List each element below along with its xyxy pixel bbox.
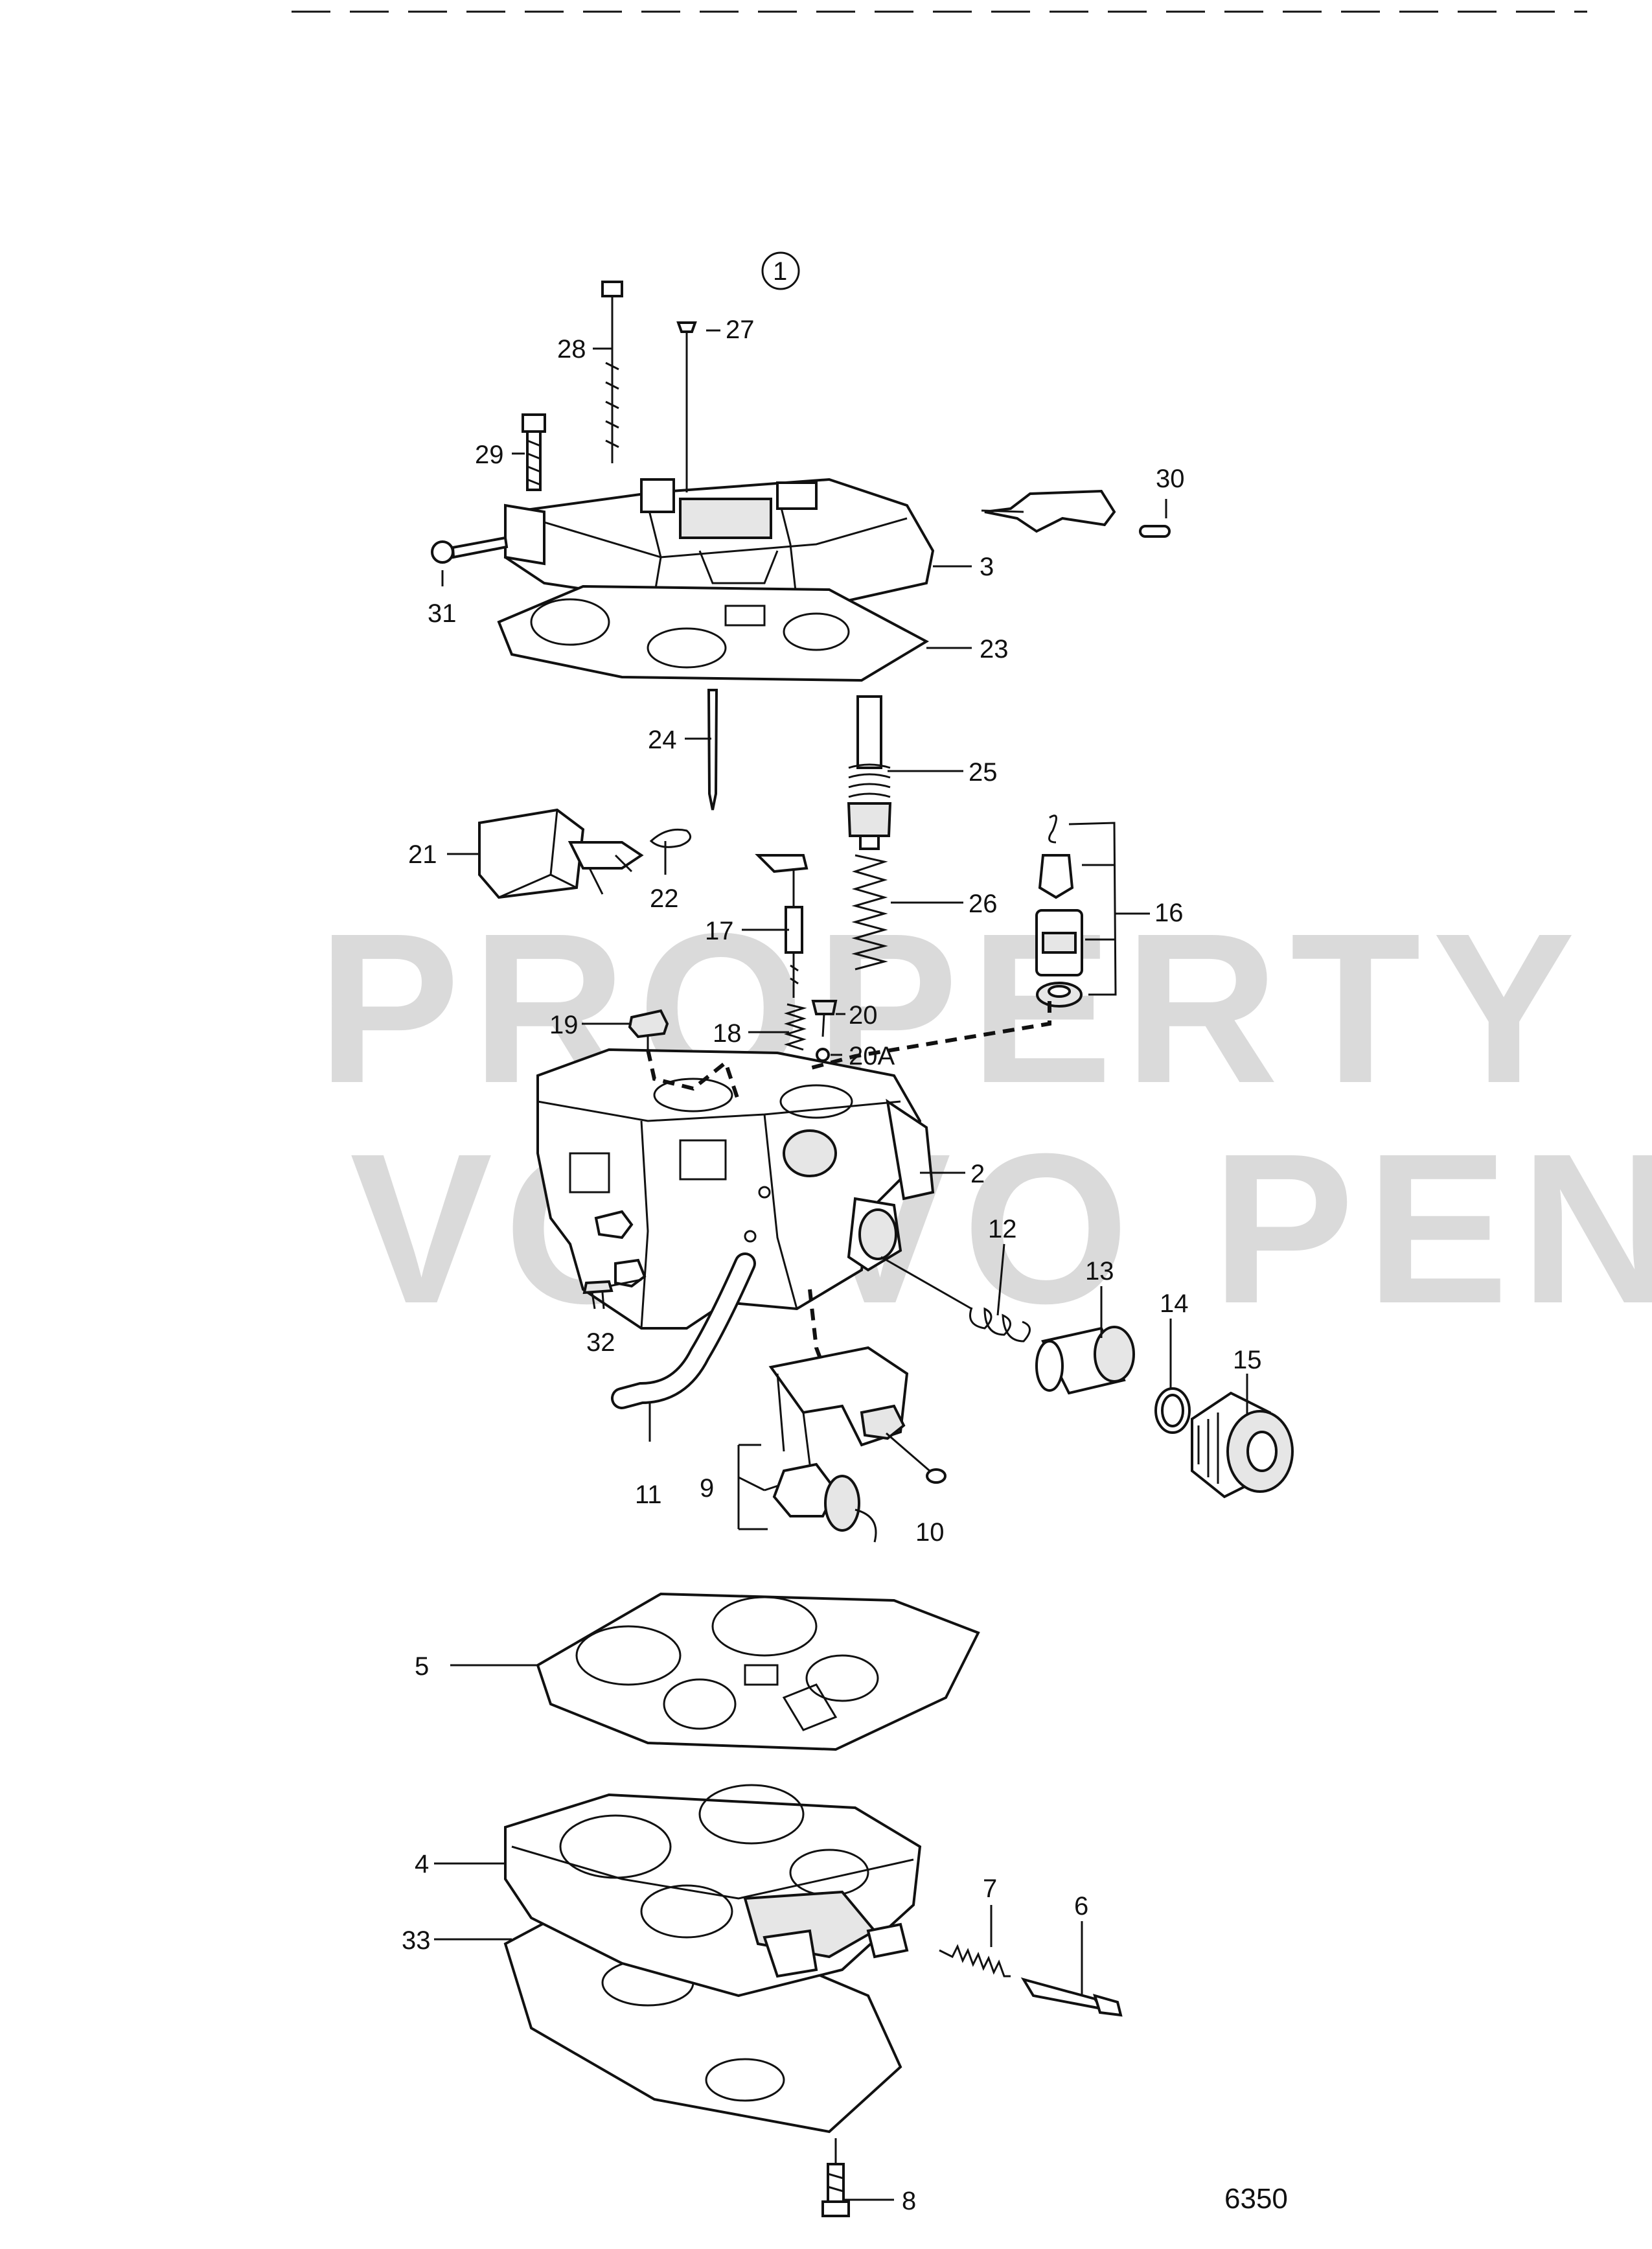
- spring-18-part: [784, 1003, 807, 1051]
- screw-31-part: [431, 536, 509, 564]
- group-marker-circle: [761, 251, 800, 290]
- callout-6: 6: [1074, 1892, 1088, 1920]
- callout-22: 22: [650, 884, 679, 913]
- callout-24: 24: [648, 726, 677, 754]
- air-horn-part: [503, 478, 935, 611]
- pump-rod-part: [755, 854, 809, 998]
- float-part: [478, 808, 644, 899]
- callout-17: 17: [705, 917, 734, 945]
- long-screw-part: [601, 281, 623, 463]
- inlet-nut-part: [1191, 1391, 1294, 1499]
- bolt-8-part: [821, 2138, 850, 2217]
- idle-spring-part: [939, 1944, 1011, 1978]
- callout-26: 26: [969, 890, 998, 918]
- callout-12: 12: [988, 1215, 1017, 1243]
- callout-25: 25: [969, 758, 998, 787]
- screw-20-part: [811, 1000, 838, 1062]
- callout-21: 21: [408, 840, 437, 869]
- main-body-part: [536, 1048, 935, 1330]
- small-screw-part: [676, 321, 697, 492]
- callout-28: 28: [557, 335, 586, 363]
- callout-19: 19: [549, 1011, 579, 1039]
- callout-9: 9: [700, 1474, 714, 1503]
- callout-5: 5: [415, 1652, 429, 1681]
- callout-20: 20: [849, 1001, 878, 1030]
- callout-15: 15: [1233, 1346, 1262, 1374]
- callout-7: 7: [983, 1874, 997, 1903]
- plug-19-part: [628, 1009, 669, 1050]
- retainer-clip-part: [649, 828, 692, 848]
- air-horn-gasket-part: [497, 584, 930, 682]
- watermark: PROPERTY OF VOLVO PENTA: [317, 888, 1652, 1348]
- callout-20a: 20A: [849, 1042, 895, 1070]
- spring-26-part: [851, 854, 888, 971]
- callout-29: 29: [475, 441, 504, 469]
- lever-part: [981, 489, 1171, 538]
- callout-33: 33: [402, 1926, 431, 1955]
- figure-number: 6350: [1224, 2183, 1288, 2215]
- callout-14: 14: [1160, 1289, 1189, 1318]
- leader-12-body: [880, 1256, 972, 1310]
- callout-31: 31: [428, 599, 457, 628]
- needle-24-part: [707, 689, 718, 811]
- callout-4: 4: [415, 1850, 429, 1878]
- assembly-path-dashed-3: [808, 1289, 828, 1375]
- callout-10: 10: [915, 1518, 945, 1547]
- filter-spring-part: [969, 1307, 1031, 1343]
- vacuum-break-part: [738, 1346, 909, 1543]
- watermark-line-1: PROPERTY OF: [317, 888, 1652, 1127]
- assembly-path-dashed: [646, 1049, 740, 1102]
- screw-10-part: [886, 1432, 946, 1484]
- screw-29-part: [522, 413, 546, 491]
- callout-2: 2: [970, 1160, 985, 1188]
- callout-13: 13: [1085, 1257, 1114, 1286]
- callout-3: 3: [980, 553, 994, 581]
- needle-seat-set-part: [1035, 814, 1150, 1008]
- body-gasket-part: [536, 1592, 980, 1751]
- gasket-14-inner: [1161, 1394, 1184, 1427]
- throttle-body-part: [504, 1784, 922, 1998]
- hose-part-inner: [614, 1255, 753, 1407]
- callout-32: 32: [586, 1328, 615, 1357]
- callout-18: 18: [713, 1019, 742, 1048]
- callout-11: 11: [635, 1481, 662, 1509]
- callout-30: 30: [1156, 465, 1185, 493]
- callout-16: 16: [1154, 899, 1184, 927]
- callout-8: 8: [902, 2187, 916, 2215]
- callout-23: 23: [980, 635, 1009, 663]
- screw-32-part: [582, 1278, 642, 1309]
- group-marker-label: 1: [773, 257, 787, 286]
- assembly-path-dashed-2: [806, 1001, 1051, 1071]
- fuel-filter-part: [1035, 1326, 1135, 1395]
- callout-27: 27: [726, 316, 755, 344]
- pump-plunger-part: [847, 695, 892, 850]
- leader-lines: [434, 329, 1248, 2201]
- idle-screw-part: [1020, 1977, 1123, 2017]
- part-labels: 1 28 27 29 30 3 31 23 24 25 21 22 26 16 …: [402, 251, 1288, 2215]
